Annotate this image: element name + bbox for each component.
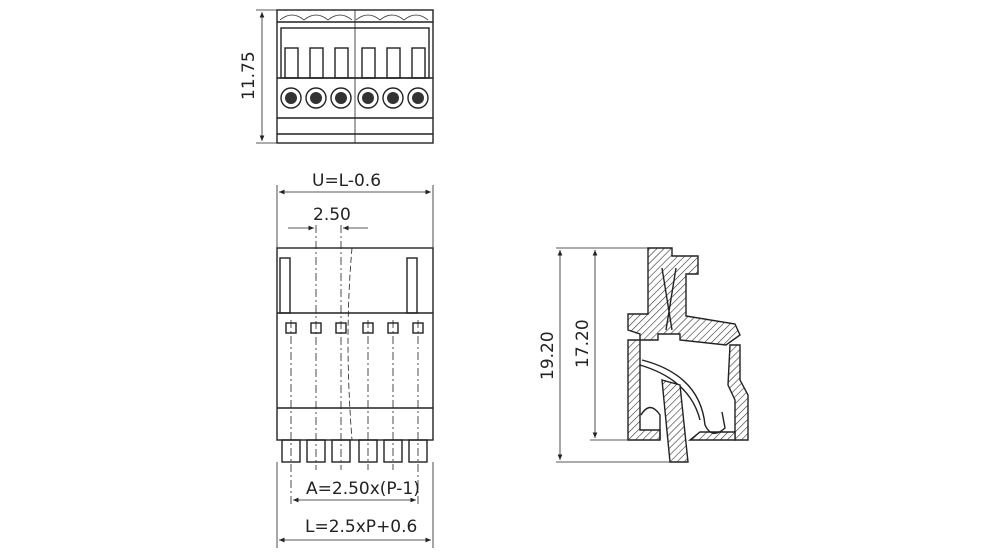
screw-terminals	[280, 87, 429, 109]
front-view: U=L-0.6 2.50 A=2.50x(P-1) L=2.5xP+0.6	[276, 171, 434, 548]
centerlines	[290, 225, 419, 505]
pin-span-dimension-label: A=2.50x(P-1)	[306, 479, 420, 499]
overall-height-dimension-label: 19.20	[538, 331, 558, 380]
wire-clamp-slots	[284, 47, 426, 79]
top-view: 11.75	[239, 9, 434, 144]
width-dimension-label: U=L-0.6	[312, 171, 381, 191]
side-view: 19.20 17.20	[538, 247, 749, 463]
pins	[281, 439, 428, 463]
pin-markers	[285, 322, 424, 334]
length-dimension-label: L=2.5xP+0.6	[305, 517, 417, 537]
body-height-dimension-label: 17.20	[573, 319, 593, 368]
pitch-dimension-label: 2.50	[313, 205, 351, 225]
height-dimension-label: 11.75	[239, 51, 259, 100]
